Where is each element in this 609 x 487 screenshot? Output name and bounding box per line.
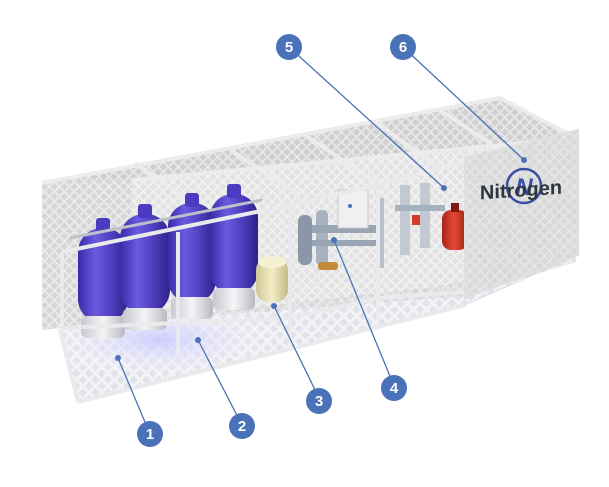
small-receiver-tank xyxy=(256,256,288,302)
callout-5: 5 xyxy=(276,34,302,60)
callout-6: 6 xyxy=(390,34,416,60)
red-receiver-tank xyxy=(442,203,468,250)
callout-3: 3 xyxy=(306,388,332,414)
callout-4: 4 xyxy=(381,375,407,401)
end-door: N Nitrogen xyxy=(464,128,579,300)
callout-1: 1 xyxy=(137,421,163,447)
callout-2: 2 xyxy=(229,413,255,439)
logo-circle xyxy=(505,167,543,205)
leader-lines xyxy=(117,46,525,435)
front-frame xyxy=(58,160,466,404)
logo-letter: N xyxy=(515,174,533,201)
